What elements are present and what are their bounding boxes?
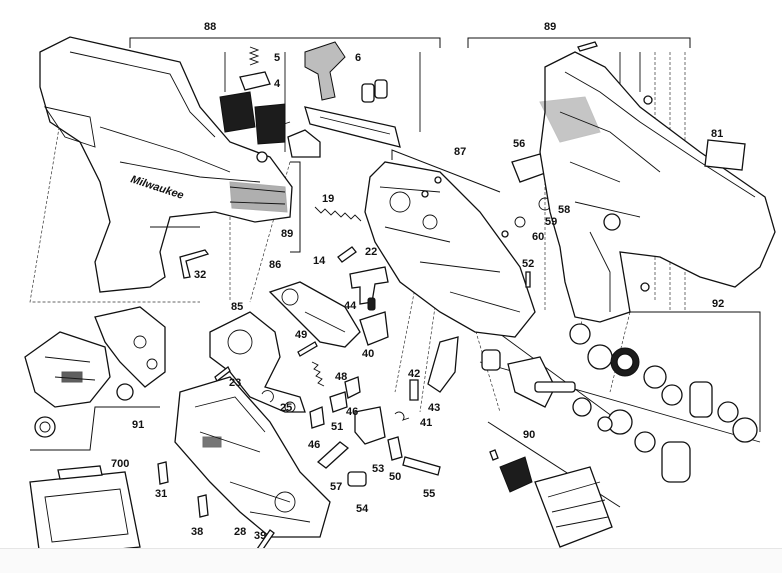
block-53 (354, 406, 386, 445)
screw-52 (525, 271, 531, 288)
left-housing-half: Milwaukee (39, 36, 293, 293)
callout-91: 91 (132, 419, 144, 431)
callout-53: 53 (372, 463, 384, 475)
callout-40: 40 (362, 348, 374, 360)
pin-55 (402, 456, 441, 476)
right-housing-half (539, 51, 776, 323)
clip-46a (344, 376, 361, 399)
callout-39: 39 (254, 530, 266, 542)
gear-train (569, 323, 758, 483)
callout-55: 55 (423, 488, 435, 500)
callout-19: 19 (322, 193, 334, 205)
callout-700: 700 (111, 458, 129, 470)
spring-19 (314, 206, 362, 222)
cap-part (287, 129, 321, 158)
callout-92: 92 (712, 298, 724, 310)
callout-49: 49 (295, 329, 307, 341)
callout-51: 51 (331, 421, 343, 433)
screw-31 (157, 461, 169, 485)
callout-81: 81 (711, 128, 723, 140)
callout-58: 58 (558, 204, 570, 216)
callout-22: 22 (365, 246, 377, 258)
pin-42 (409, 379, 419, 401)
callout-5: 5 (274, 52, 280, 64)
screw-38 (197, 494, 209, 518)
callout-59: 59 (545, 216, 557, 228)
pins-pair (361, 79, 388, 103)
callout-42: 42 (408, 368, 420, 380)
callout-6: 6 (355, 52, 361, 64)
front-case (174, 376, 331, 538)
label-strip (304, 106, 401, 148)
clip-46b (309, 406, 325, 429)
carry-case (29, 465, 141, 558)
trigger-switch (219, 91, 286, 163)
callout-23: 23 (229, 377, 241, 389)
spring-25 (261, 390, 274, 403)
callout-57: 57 (330, 481, 342, 493)
label-81 (704, 139, 746, 171)
callout-89-top: 89 (544, 21, 556, 33)
callout-14: 14 (313, 255, 326, 267)
callout-88: 88 (204, 21, 216, 33)
pin-23 (214, 366, 231, 382)
callout-32: 32 (194, 269, 206, 281)
spring-44 (367, 297, 376, 311)
callout-48: 48 (335, 371, 347, 383)
bracket-43 (427, 336, 459, 393)
block-54 (347, 471, 367, 487)
pin-49 (297, 341, 318, 357)
pin-50 (387, 436, 403, 461)
spring-48 (311, 361, 325, 387)
callout-44: 44 (344, 300, 357, 312)
spring-41 (394, 411, 410, 421)
bracket-89-top (467, 37, 691, 48)
callout-46b: 46 (308, 439, 320, 451)
callout-28: 28 (234, 526, 246, 538)
callout-41: 41 (420, 417, 432, 429)
link-40 (359, 311, 389, 346)
clip-51 (329, 391, 348, 413)
callout-52: 52 (522, 258, 534, 270)
callout-85: 85 (231, 301, 243, 313)
output-shaft (481, 349, 576, 408)
callout-31: 31 (155, 488, 167, 500)
gear-case (364, 161, 536, 338)
callout-86: 86 (269, 259, 281, 271)
callout-56: 56 (513, 138, 525, 150)
callout-89-side: 89 (281, 228, 293, 240)
bracket-87 (391, 149, 501, 193)
callout-38: 38 (191, 526, 203, 538)
bottom-strip (0, 548, 782, 573)
ring-60 (514, 216, 526, 228)
bracket-92 (590, 311, 761, 432)
callout-25: 25 (280, 402, 292, 414)
pin-57 (316, 441, 350, 469)
bracket-89-side (290, 161, 301, 253)
motor (489, 449, 613, 548)
jaw-set (24, 306, 166, 438)
spring-5 (248, 46, 260, 66)
clip-6 (304, 41, 346, 101)
screw-top (577, 41, 598, 52)
callout-4: 4 (274, 78, 281, 90)
lever-86 (268, 281, 361, 348)
callout-43: 43 (428, 402, 440, 414)
callout-87: 87 (454, 146, 466, 158)
callout-60: 60 (532, 231, 544, 243)
callout-54: 54 (356, 503, 369, 515)
callout-46a: 46 (346, 406, 358, 418)
screw-head (501, 230, 509, 238)
pin-14 (337, 246, 357, 263)
bracket-91 (30, 406, 160, 451)
callout-50: 50 (389, 471, 401, 483)
lever-4 (239, 71, 271, 91)
callout-90: 90 (523, 429, 535, 441)
hex-key-32 (179, 249, 210, 279)
bracket-88 (129, 37, 441, 48)
